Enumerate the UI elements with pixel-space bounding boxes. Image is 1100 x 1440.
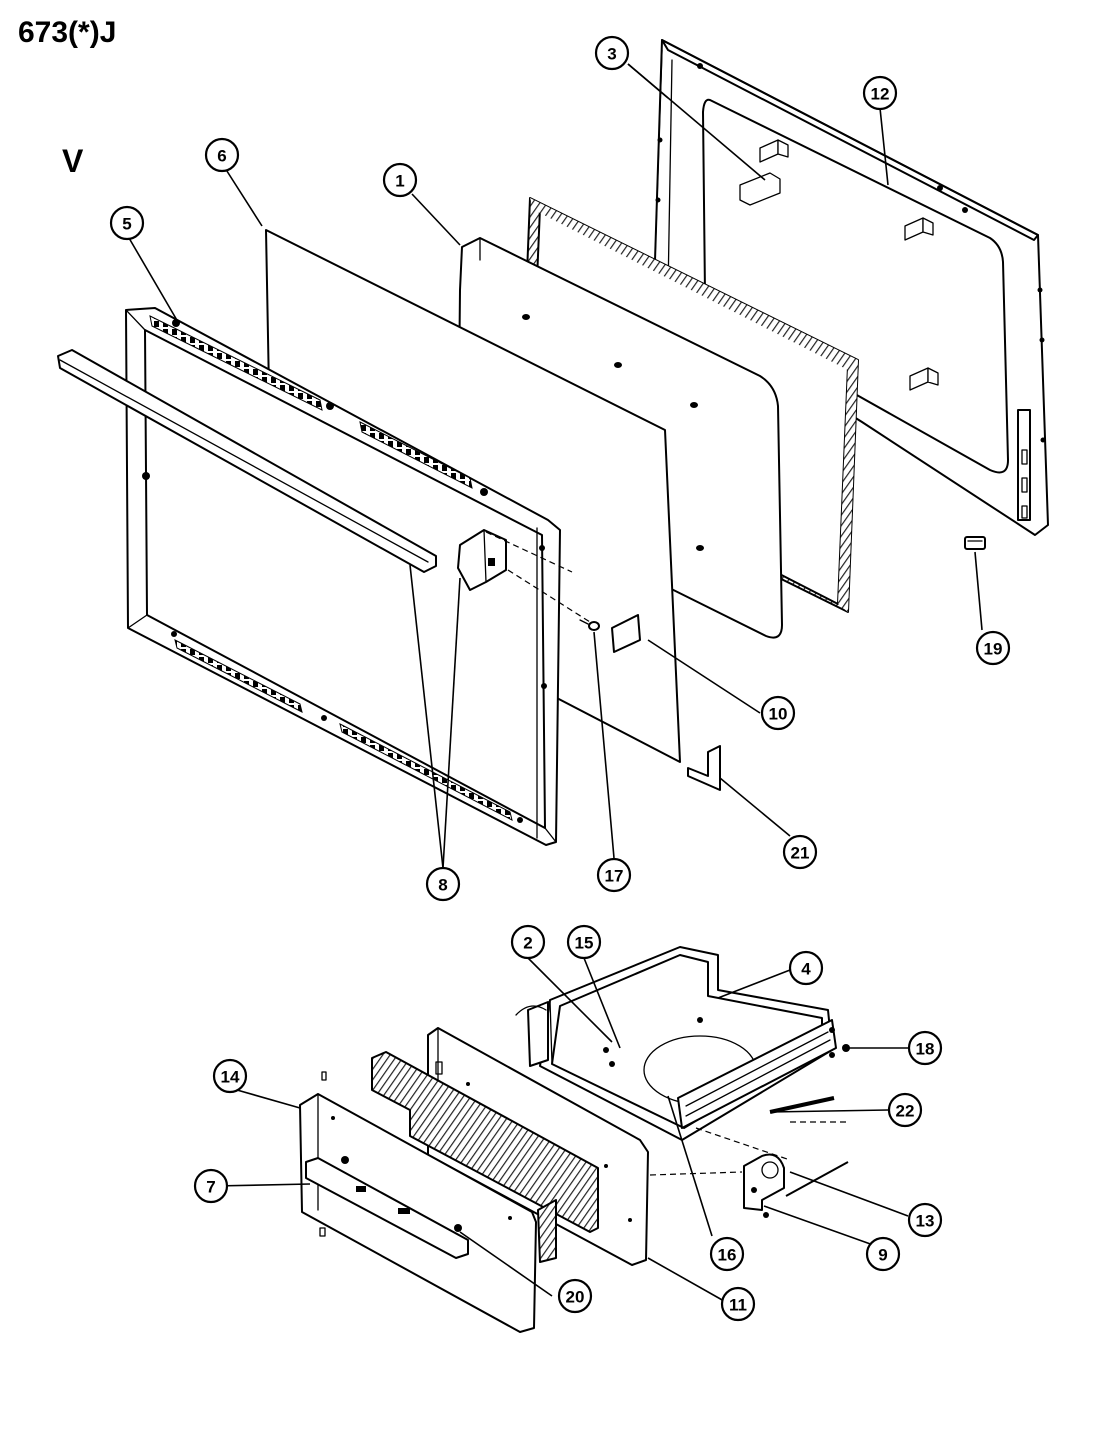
callout-12-label: 12	[871, 85, 890, 104]
callout-12: 12	[862, 75, 898, 111]
callout-4-label: 4	[801, 960, 811, 979]
callout-5-label: 5	[122, 215, 131, 234]
model-code: 673(*)J	[18, 16, 116, 49]
callout-16-label: 16	[718, 1246, 737, 1265]
assembly-dashes-upper	[485, 531, 591, 623]
callout-18-label: 18	[916, 1040, 935, 1059]
part-9-glide-bracket	[743, 1153, 785, 1218]
callout-22-label: 22	[896, 1102, 915, 1121]
callout-1-label: 1	[395, 172, 404, 191]
callout-9: 9	[865, 1236, 901, 1272]
callout-1: 1	[382, 162, 418, 198]
callout-19: 19	[975, 630, 1011, 666]
part-22-spring-rod	[769, 1096, 835, 1114]
callout-8-label: 8	[438, 876, 447, 895]
callout-5: 5	[109, 205, 145, 241]
callout-7: 7	[193, 1168, 229, 1204]
callout-6-label: 6	[217, 147, 226, 166]
callout-15: 15	[566, 924, 602, 960]
callout-11: 11	[720, 1286, 756, 1322]
callout-11-label: 11	[729, 1296, 747, 1315]
callout-18: 18	[907, 1030, 943, 1066]
callout-17-label: 17	[605, 867, 624, 886]
part-10-pad	[611, 614, 641, 653]
leader-lines	[128, 63, 983, 1302]
callout-7-label: 7	[206, 1178, 215, 1197]
callout-10: 10	[760, 695, 796, 731]
part-4-drawer-body	[515, 946, 837, 1141]
part-21-bracket	[687, 745, 721, 791]
section-letter: V	[62, 143, 84, 179]
callout-14: 14	[212, 1058, 248, 1094]
callout-14-label: 14	[221, 1068, 240, 1087]
callout-10-label: 10	[769, 705, 788, 724]
callout-20-label: 20	[566, 1288, 585, 1307]
callout-20: 20	[557, 1278, 593, 1314]
part-17-screw	[579, 619, 600, 631]
part-13-glide-rod	[785, 1161, 849, 1197]
callout-21-label: 21	[791, 844, 810, 863]
part-14-drawer-front	[299, 1071, 537, 1333]
callout-13: 13	[907, 1202, 943, 1238]
drawer-insulation	[371, 1051, 599, 1263]
assembly-dashes-drawer	[649, 1121, 848, 1176]
callout-13-label: 13	[916, 1212, 935, 1231]
callout-3: 3	[594, 35, 630, 71]
callout-4: 4	[788, 950, 824, 986]
part-18-fastener	[842, 1044, 850, 1052]
callout-6: 6	[204, 137, 240, 173]
callout-3-label: 3	[607, 45, 616, 64]
callout-16: 16	[709, 1236, 745, 1272]
callout-9-label: 9	[878, 1246, 887, 1265]
part-8-handle	[57, 349, 507, 591]
callout-22: 22	[887, 1092, 923, 1128]
callout-8: 8	[425, 866, 461, 902]
callout-2-label: 2	[523, 934, 532, 953]
callout-15-label: 15	[575, 934, 594, 953]
callout-19-label: 19	[984, 640, 1003, 659]
part-12-inner-door-panel	[653, 39, 1049, 536]
callout-21: 21	[782, 834, 818, 870]
callout-17: 17	[596, 857, 632, 893]
part-19-bumper	[964, 536, 986, 550]
callout-2: 2	[510, 924, 546, 960]
